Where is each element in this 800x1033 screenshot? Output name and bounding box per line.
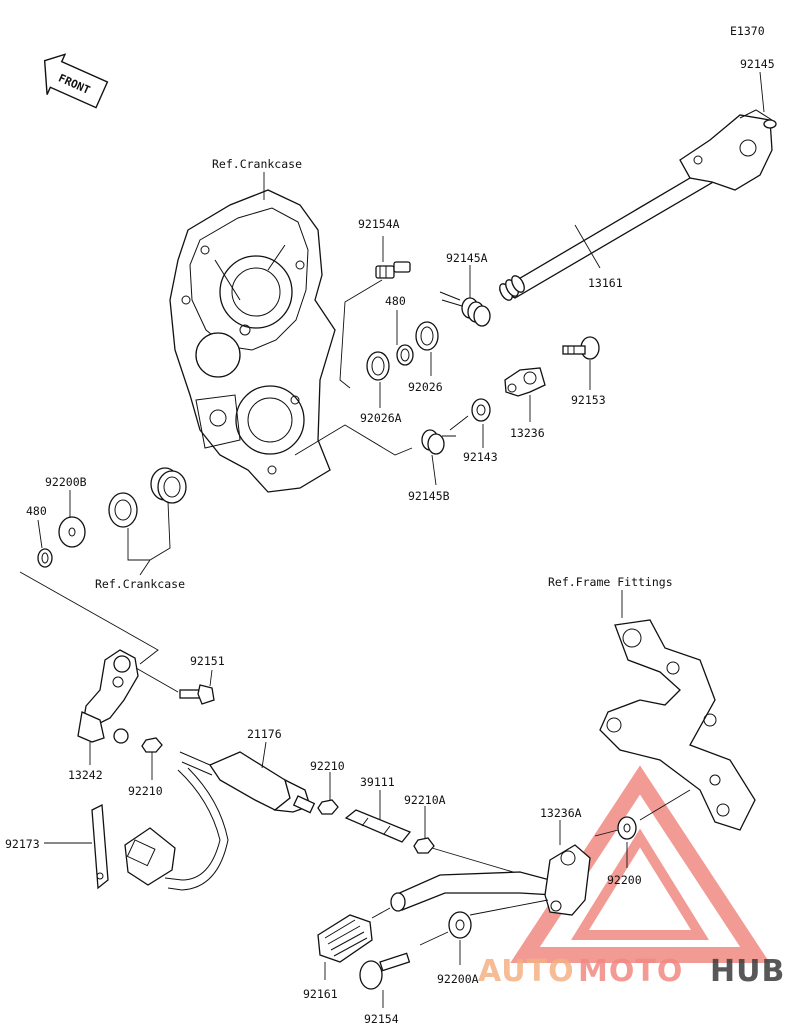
part-92161-label: 92161 (303, 987, 338, 1001)
part-92026-label: 92026 (408, 380, 443, 394)
pedal-rubber-92161 (317, 914, 373, 963)
collar-92143 (471, 398, 491, 422)
part-92200B-label: 92200B (45, 475, 87, 489)
part-92145A-label: 92145A (446, 251, 488, 265)
watermark-hub: HUB (710, 954, 785, 989)
part-92210-left-label: 92210 (128, 784, 163, 798)
circlip-480-left (37, 548, 53, 568)
watermark-text: AUTO MOTO HUB (478, 954, 785, 989)
spring-92145B (421, 429, 456, 455)
washer-92026A (366, 351, 390, 381)
spring-92145A (439, 291, 491, 327)
shift-arm-13236 (504, 367, 546, 397)
clamp-92173 (91, 803, 109, 890)
bolt-92154A (375, 261, 411, 279)
ref-crankcase-bottom-label: Ref.Crankcase (95, 577, 185, 591)
part-92200-label: 92200 (607, 873, 642, 887)
part-92210A-label: 92210A (404, 793, 446, 807)
clip-92145 (763, 119, 777, 129)
part-39111-label: 39111 (360, 775, 395, 789)
part-13161-label: 13161 (588, 276, 623, 290)
circlip-480-top (396, 344, 414, 366)
part-92143-label: 92143 (463, 450, 498, 464)
part-92153-label: 92153 (571, 393, 606, 407)
nut-92210A (413, 837, 435, 854)
part-13236A-label: 13236A (540, 806, 582, 820)
oil-seal (108, 492, 138, 528)
gear-position-sensor-21176 (164, 751, 316, 891)
shift-shaft-13161 (498, 109, 773, 301)
ref-crankcase-top-label: Ref.Crankcase (212, 157, 302, 171)
bolt-92154 (359, 952, 411, 990)
part-13242-label: 13242 (68, 768, 103, 782)
needle-bearing (150, 467, 187, 504)
part-92145B-label: 92145B (408, 489, 450, 503)
shift-pedal-13236A (390, 844, 591, 916)
ref-frame-fittings-label: Ref.Frame Fittings (548, 575, 673, 589)
diagram-code: E1370 (730, 24, 765, 38)
sensor-connector (124, 827, 176, 886)
part-92154-label: 92154 (364, 1012, 399, 1026)
frame-fitting-bracket (599, 619, 756, 831)
washer-92200A (448, 911, 472, 939)
part-92200A-label: 92200A (437, 972, 479, 986)
part-92210-mid-label: 92210 (310, 759, 345, 773)
crankcase-cover (169, 189, 336, 493)
bolt-92151 (179, 684, 215, 705)
part-92145-label: 92145 (740, 57, 775, 71)
part-21176-label: 21176 (247, 727, 282, 741)
part-92151-label: 92151 (190, 654, 225, 668)
bolt-92153 (562, 336, 600, 360)
part-92154A-label: 92154A (358, 217, 400, 231)
part-92026A-label: 92026A (360, 411, 402, 425)
part-13236-label: 13236 (510, 426, 545, 440)
washer-92200B (58, 516, 86, 548)
lever-13242 (77, 649, 139, 743)
watermark-auto: AUTO (478, 954, 575, 989)
nut-92210-left (113, 728, 163, 753)
watermark-moto: MOTO (578, 954, 683, 989)
part-92173-label: 92173 (5, 837, 40, 851)
tie-rod-39111 (344, 809, 412, 843)
part-480-left-label: 480 (26, 504, 47, 518)
nut-92210-mid (317, 799, 339, 815)
front-direction-arrow: FRONT (43, 53, 109, 109)
part-480-top-label: 480 (385, 294, 406, 308)
washer-92026 (415, 321, 439, 351)
washer-92200 (617, 816, 637, 840)
